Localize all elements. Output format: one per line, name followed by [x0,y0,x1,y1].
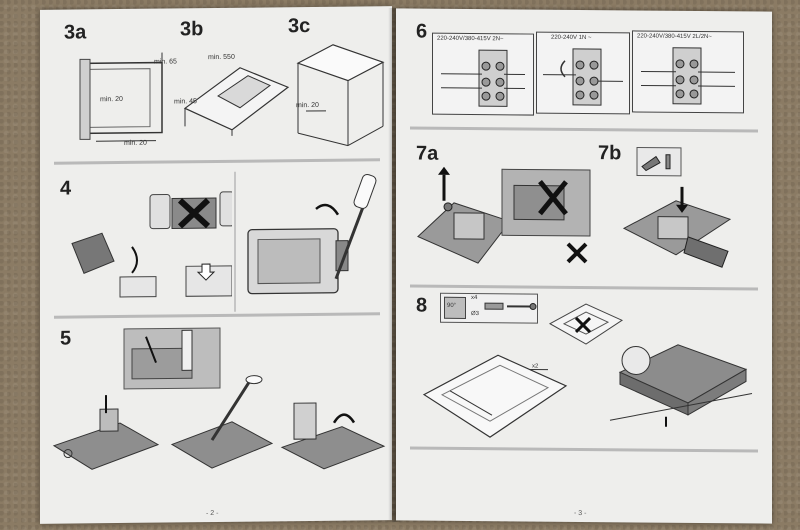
left-page: 3a 3b 3c min. 65 min. 20 min. 20 min. 55… [40,6,392,524]
figure-3a-clearance [79,52,163,142]
label-3b-min550: min. 550 [208,53,235,62]
figure-4-screwdriver [247,173,377,295]
label-3b-min45: min. 45 [174,98,197,106]
figure-8-hardware-inset: 90° x4 Ø3 [440,292,538,324]
step-3c-label: 3c [288,15,311,38]
divider-4-5 [54,312,380,319]
figure-4-clip-removal [71,191,232,298]
step-7a-label: 7a [416,142,439,165]
label-3a-min20-mid: min. 20 [100,95,123,104]
figure-3c-cabinet [296,44,385,147]
step-6-label: 6 [416,20,428,43]
figure-5-clip-step-2 [170,375,274,469]
figure-7a-screw-removal [417,166,511,264]
wiring-diagram-3: 220-240V/380-415V 2L/2N~ [632,30,744,114]
right-page-number: - 3 - [574,509,587,518]
figure-7b-bracket-install [622,186,732,268]
label-8-d3: Ø3 [471,311,480,318]
wiring-2-voltage: 220-240V 1N ~ [551,34,592,42]
figure-3b-cutout [183,67,290,136]
wiring-diagram-2: 220-240V 1N ~ [536,31,630,115]
step-5-label: 5 [60,327,72,350]
wiring-diagram-1: 220-240V/380-415V 2N~ [432,32,534,116]
figure-5-clip-step-3 [280,402,386,470]
label-3a-min20-bottom: min. 20 [124,139,147,147]
step-3a-label: 3a [64,21,87,44]
label-8-x4: x4 [471,295,478,302]
divider-4-vertical [234,171,236,312]
label-3c-min20: min. 20 [296,101,319,110]
label-3a-min65: min. 65 [154,58,177,66]
divider-3-4 [54,158,380,165]
step-7b-label: 7b [598,142,622,165]
figure-7b-parts-inset [636,146,682,177]
figure-8-countertop-seal [422,354,568,438]
figure-8-hob-placement [609,344,753,427]
figure-8-crossed-corner [548,303,624,345]
figure-5-detail-inset [123,327,221,390]
left-page-number: - 2 - [206,509,219,518]
figure-7a-detail-inset [501,168,591,237]
divider-6-7 [410,126,758,133]
step-8-label: 8 [416,294,428,317]
figure-5-clip-step-1 [52,395,160,470]
right-page: 6 220-240V/380-415V 2N~ 220-240V 1N ~ 22… [396,8,772,524]
label-8-x2: x2 [532,363,539,370]
wiring-1-voltage: 220-240V/380-415V 2N~ [437,35,504,43]
divider-7-8 [410,284,758,291]
wiring-3-voltage: 220-240V/380-415V 2L/2N~ [637,33,712,41]
step-3b-label: 3b [180,18,204,41]
figure-7a-crossed-part [566,242,588,264]
divider-bottom [410,446,758,453]
label-8-90deg: 90° [447,302,457,309]
